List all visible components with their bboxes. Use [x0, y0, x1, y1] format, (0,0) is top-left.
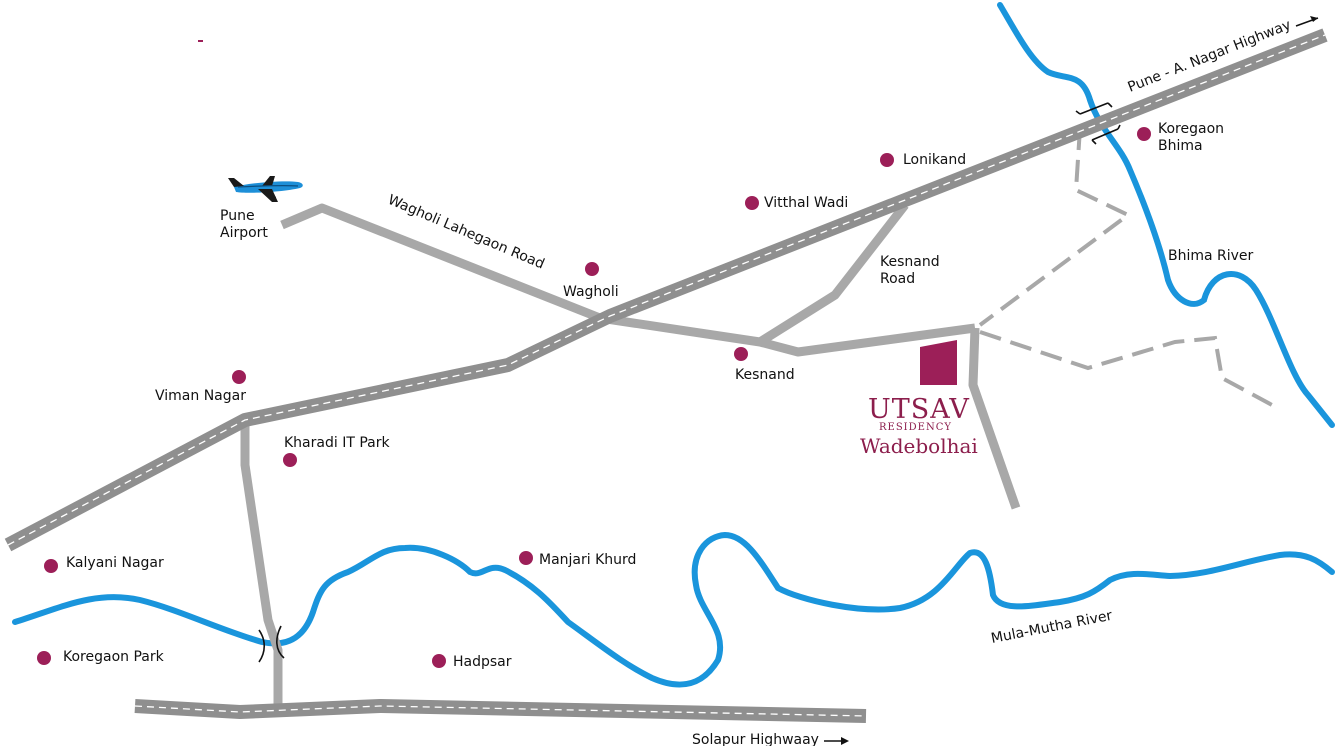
label-airport-2: Airport: [220, 225, 268, 241]
label-koregaon-bhima-2: Bhima: [1158, 138, 1203, 154]
marker-koregaon-bhima: [1137, 127, 1151, 141]
mula-mutha-river: [12, 531, 1335, 688]
label-airport-1: Pune: [220, 208, 255, 224]
marker-wagholi: [585, 262, 599, 276]
marker-kharadi: [283, 453, 297, 467]
bridge-bhima: [1075, 102, 1121, 145]
label-bhima-river: Bhima River: [1168, 248, 1254, 264]
arrow-right-icon: [1295, 16, 1319, 27]
label-lonikand: Lonikand: [903, 152, 966, 168]
label-mula-mutha-river: Mula-Mutha River: [990, 608, 1114, 647]
project-brand: UTSAV: [868, 394, 970, 425]
stray-mark: [198, 40, 203, 42]
bridge-mula-mutha: [258, 625, 285, 663]
marker-manjari-khurd: [519, 551, 533, 565]
label-manjari-khurd: Manjari Khurd: [539, 552, 636, 568]
airplane-icon: [228, 176, 303, 202]
arrow-right-icon: [824, 737, 849, 745]
project-square-icon: [920, 340, 957, 385]
kharadi-connector-road: [240, 422, 283, 705]
label-solapur-highway: Solapur Highwaay: [692, 732, 819, 746]
project-location: Wadebolhai: [860, 434, 978, 458]
wagholi-lohegaon-road: [280, 203, 976, 357]
marker-viman-nagar: [232, 370, 246, 384]
marker-koregaon-park: [37, 651, 51, 665]
marker-hadpsar: [432, 654, 446, 668]
label-kalyani-nagar: Kalyani Nagar: [66, 555, 164, 571]
label-wagholi: Wagholi: [563, 284, 619, 300]
label-koregaon-bhima-1: Koregaon: [1158, 121, 1224, 137]
marker-kesnand: [734, 347, 748, 361]
pune-nagar-highway: [4, 28, 1328, 552]
label-vitthal-wadi: Vitthal Wadi: [764, 195, 848, 211]
label-hadpsar: Hadpsar: [453, 654, 512, 670]
marker-vitthal-wadi: [745, 196, 759, 210]
label-kesnand: Kesnand: [735, 367, 795, 383]
proposed-road-north: [978, 127, 1132, 327]
marker-lonikand: [880, 153, 894, 167]
label-koregaon-park: Koregaon Park: [63, 649, 165, 665]
solapur-highway: [134, 699, 867, 723]
road-south-to-project: [968, 327, 1021, 510]
label-viman-nagar: Viman Nagar: [155, 388, 246, 404]
label-kharadi: Kharadi IT Park: [284, 435, 390, 451]
project-subtitle: RESIDENCY: [879, 422, 952, 433]
marker-kalyani-nagar: [44, 559, 58, 573]
bhima-river: [997, 2, 1335, 428]
proposed-road-east: [979, 330, 1273, 407]
kesnand-road: [757, 202, 909, 346]
label-kesnand-road-1: Kesnand: [880, 254, 940, 270]
label-kesnand-road-2: Road: [880, 271, 915, 287]
